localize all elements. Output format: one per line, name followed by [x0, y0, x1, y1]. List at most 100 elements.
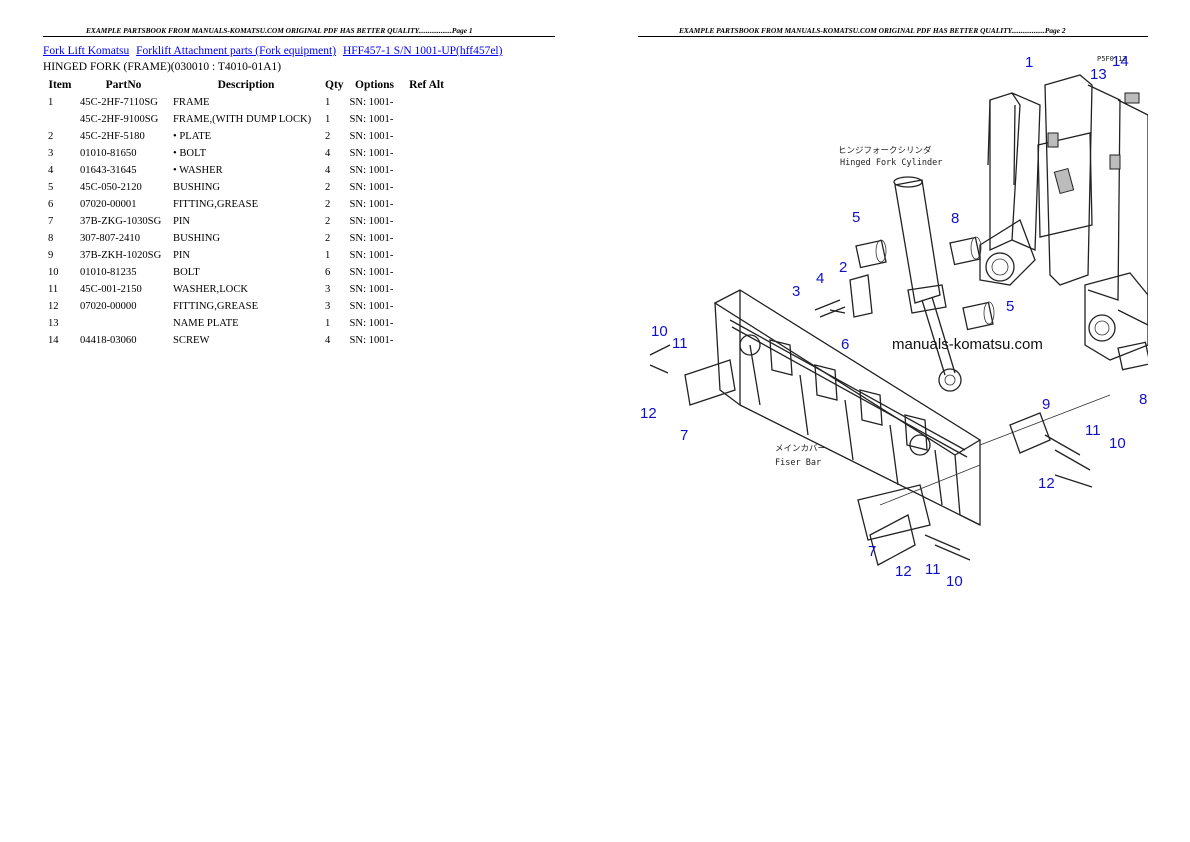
- page-1: EXAMPLE PARTSBOOK FROM MANUALS-KOMATSU.C…: [43, 26, 555, 349]
- cell-options: SN: 1001-: [349, 199, 394, 210]
- cell-partno: 07020-00001: [80, 199, 137, 210]
- cell-qty: 3: [325, 301, 331, 312]
- col-qty-header: Qty: [325, 78, 344, 91]
- cell-refalt: [403, 230, 451, 247]
- cell-refalt: [403, 315, 451, 332]
- header-divider: [638, 36, 1148, 37]
- callout-7-bottom: 7: [868, 543, 876, 560]
- cell-qty: 1: [325, 250, 331, 261]
- breadcrumb-link-fork-lift[interactable]: Fork Lift Komatsu: [43, 45, 130, 57]
- bar-caption-jp: メインカバー: [775, 444, 826, 454]
- fork-frame-drawing: [713, 289, 1111, 541]
- cell-options: SN: 1001-: [349, 318, 394, 329]
- callout-10-left: 10: [651, 323, 668, 340]
- cell-options: SN: 1001-: [349, 335, 394, 346]
- cell-options: SN: 1001-: [349, 114, 394, 125]
- cell-item: 7: [48, 216, 54, 227]
- cell-partno: 07020-00000: [80, 301, 137, 312]
- cell-qty: 2: [325, 131, 331, 142]
- cell-item: 8: [48, 233, 54, 244]
- cell-partno: 01010-81235: [80, 267, 137, 278]
- cell-item: 2: [48, 131, 54, 142]
- cell-refalt: [403, 332, 451, 349]
- cell-item: 12: [48, 301, 59, 312]
- col-refalt-header: Ref Alt: [409, 78, 444, 91]
- section-title: HINGED FORK (FRAME)(030010 : T4010-01A1): [43, 61, 282, 73]
- cell-description: FITTING,GREASE: [173, 199, 259, 210]
- callout-8-right: 8: [1139, 391, 1147, 408]
- cell-refalt: [403, 247, 451, 264]
- cell-partno: 37B-ZKG-1030SG: [80, 216, 162, 227]
- cell-item: 5: [48, 182, 54, 193]
- callout-12-right: 12: [1038, 475, 1055, 492]
- cell-qty: 1: [325, 97, 331, 108]
- col-partno-header: PartNo: [105, 78, 142, 91]
- cell-qty: 2: [325, 182, 331, 193]
- callout-10-right: 10: [1109, 435, 1126, 452]
- callout-8-top: 8: [951, 210, 959, 227]
- callout-6: 6: [841, 336, 849, 353]
- breadcrumb-link-model[interactable]: HFF457-1 S/N 1001-UP(hff457el): [342, 45, 503, 57]
- breadcrumb-link-attachment-parts[interactable]: Forklift Attachment parts (Fork equipmen…: [136, 45, 337, 57]
- cell-refalt: [403, 111, 451, 128]
- cell-options: SN: 1001-: [349, 165, 394, 176]
- cell-description: SCREW: [173, 335, 210, 346]
- cell-description: PIN: [173, 250, 191, 261]
- small-parts-drawing: [649, 236, 1148, 566]
- callout-7-left: 7: [680, 427, 688, 444]
- cylinder-caption-en: Hinged Fork Cylinder: [840, 158, 942, 168]
- cell-qty: 4: [325, 148, 331, 159]
- callout-11-bottom: 11: [925, 561, 941, 578]
- cell-qty: 1: [325, 318, 331, 329]
- callout-5-top: 5: [852, 209, 860, 226]
- callout-11-right: 11: [1085, 422, 1101, 439]
- cell-refalt: [403, 128, 451, 145]
- callout-3: 3: [792, 283, 800, 300]
- header-divider: [43, 36, 555, 37]
- cell-options: SN: 1001-: [349, 301, 394, 312]
- cell-partno: 45C-001-2150: [80, 284, 142, 295]
- cell-item: [43, 111, 77, 128]
- cell-description: PIN: [173, 216, 191, 227]
- cell-description: • PLATE: [173, 131, 212, 142]
- figure-code: P5F0 12: [1097, 55, 1127, 63]
- col-description-header: Description: [217, 78, 275, 91]
- cell-qty: 1: [325, 114, 331, 125]
- bar-caption-en: Fiser Bar: [775, 458, 821, 468]
- cell-description: BUSHING: [173, 182, 221, 193]
- cell-partno: 45C-2HF-7110SG: [80, 97, 158, 108]
- cell-options: SN: 1001-: [349, 216, 394, 227]
- cell-options: SN: 1001-: [349, 131, 394, 142]
- cell-refalt: [403, 179, 451, 196]
- callout-12-bottom: 12: [895, 563, 912, 580]
- cell-partno: 45C-2HF-9100SG: [80, 114, 159, 125]
- page-header: EXAMPLE PARTSBOOK FROM MANUALS-KOMATSU.C…: [679, 26, 1066, 35]
- cell-description: FITTING,GREASE: [173, 301, 259, 312]
- watermark-text: manuals-komatsu.com: [892, 336, 1043, 353]
- callout-13: 13: [1090, 66, 1107, 83]
- cell-refalt: [403, 213, 451, 230]
- breadcrumb: Fork Lift Komatsu Forklift Attachment pa…: [43, 45, 506, 57]
- page-header: EXAMPLE PARTSBOOK FROM MANUALS-KOMATSU.C…: [86, 26, 473, 35]
- cell-partno: 37B-ZKH-1020SG: [80, 250, 162, 261]
- cell-options: SN: 1001-: [349, 97, 394, 108]
- cell-item: 10: [48, 267, 59, 278]
- cell-partno: 45C-050-2120: [80, 182, 142, 193]
- callout-1: 1: [1025, 54, 1033, 71]
- cell-refalt: [403, 298, 451, 315]
- callout-2: 2: [839, 259, 847, 276]
- cell-item: 3: [48, 148, 54, 159]
- cell-item: 14: [48, 335, 59, 346]
- cell-qty: 6: [325, 267, 331, 278]
- cell-options: SN: 1001-: [349, 182, 394, 193]
- callout-11-left: 11: [672, 335, 688, 352]
- cell-description: WASHER,LOCK: [173, 284, 249, 295]
- cell-refalt: [403, 94, 451, 111]
